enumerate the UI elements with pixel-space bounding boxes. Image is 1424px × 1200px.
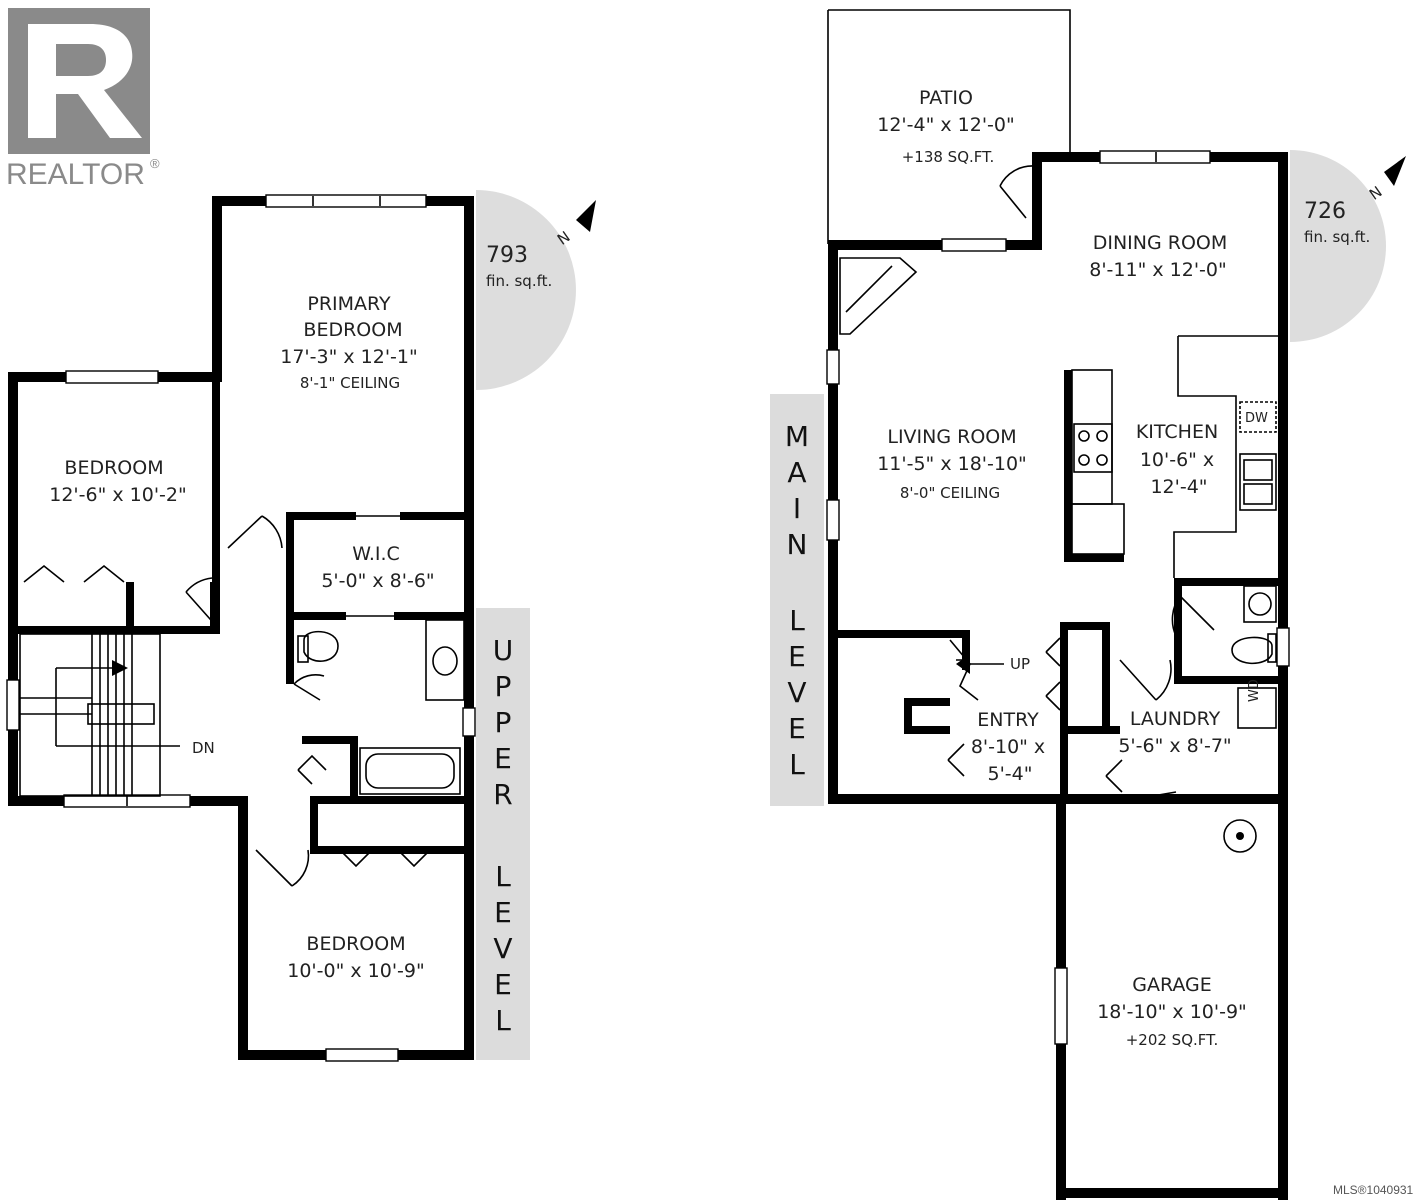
svg-text:KITCHEN: KITCHEN bbox=[1136, 421, 1218, 443]
svg-text:BEDROOM: BEDROOM bbox=[64, 457, 163, 479]
svg-text:8'-11" x 12'-0": 8'-11" x 12'-0" bbox=[1089, 259, 1227, 281]
svg-text:N: N bbox=[787, 528, 808, 561]
svg-text:8'-10" x: 8'-10" x bbox=[971, 736, 1045, 758]
svg-text:U: U bbox=[493, 634, 514, 667]
realtor-text: REALTOR bbox=[6, 158, 145, 191]
upper-compass bbox=[476, 190, 596, 390]
svg-text:E: E bbox=[788, 640, 806, 673]
svg-text:E: E bbox=[494, 896, 512, 929]
svg-text:18'-10" x 10'-9": 18'-10" x 10'-9" bbox=[1097, 1001, 1247, 1023]
svg-text:P: P bbox=[495, 670, 512, 703]
svg-text:WD: WD bbox=[1247, 679, 1262, 702]
mls-number: MLS®1040931 bbox=[1333, 1183, 1414, 1197]
svg-text:LAUNDRY: LAUNDRY bbox=[1130, 708, 1221, 730]
svg-text:R: R bbox=[493, 778, 512, 811]
svg-text:BEDROOM: BEDROOM bbox=[306, 933, 405, 955]
svg-text:11'-5" x 18'-10": 11'-5" x 18'-10" bbox=[877, 453, 1027, 475]
svg-text:V: V bbox=[787, 676, 806, 709]
upper-level-band bbox=[476, 608, 530, 1060]
main-compass bbox=[1290, 150, 1406, 342]
svg-text:W.I.C: W.I.C bbox=[352, 543, 400, 565]
main-level-label: M A I N L E V E L bbox=[785, 420, 809, 781]
svg-text:+202 SQ.FT.: +202 SQ.FT. bbox=[1126, 1031, 1219, 1049]
svg-text:E: E bbox=[494, 968, 512, 1001]
svg-text:L: L bbox=[495, 1004, 511, 1037]
upper-stairs bbox=[19, 633, 180, 797]
main-level-plan bbox=[826, 9, 1406, 1200]
svg-text:BEDROOM: BEDROOM bbox=[303, 319, 402, 341]
svg-text:PATIO: PATIO bbox=[919, 87, 973, 109]
svg-text:I: I bbox=[793, 492, 801, 525]
svg-text:L: L bbox=[495, 860, 511, 893]
svg-text:10'-0" x 10'-9": 10'-0" x 10'-9" bbox=[287, 960, 425, 982]
svg-text:726: 726 bbox=[1304, 199, 1346, 224]
svg-text:®: ® bbox=[150, 156, 160, 171]
svg-text:5'-6" x 8'-7": 5'-6" x 8'-7" bbox=[1118, 735, 1231, 757]
svg-text:V: V bbox=[493, 932, 512, 965]
svg-text:fin. sq.ft.: fin. sq.ft. bbox=[486, 272, 552, 290]
svg-text:ENTRY: ENTRY bbox=[977, 709, 1039, 731]
svg-text:DN: DN bbox=[192, 739, 215, 757]
svg-text:L: L bbox=[789, 748, 805, 781]
svg-text:fin. sq.ft.: fin. sq.ft. bbox=[1304, 228, 1370, 246]
svg-text:5'-0" x 8'-6": 5'-0" x 8'-6" bbox=[321, 570, 434, 592]
svg-text:L: L bbox=[789, 604, 805, 637]
svg-text:E: E bbox=[788, 712, 806, 745]
svg-text:8'-1" CEILING: 8'-1" CEILING bbox=[300, 374, 400, 392]
svg-text:17'-3" x 12'-1": 17'-3" x 12'-1" bbox=[280, 346, 418, 368]
svg-text:PRIMARY: PRIMARY bbox=[307, 293, 391, 315]
svg-text:GARAGE: GARAGE bbox=[1132, 974, 1212, 996]
svg-text:12'-4": 12'-4" bbox=[1150, 476, 1207, 498]
svg-text:A: A bbox=[787, 456, 806, 489]
svg-text:12'-6" x 10'-2": 12'-6" x 10'-2" bbox=[49, 484, 187, 506]
svg-text:DW: DW bbox=[1245, 411, 1268, 426]
svg-text:793: 793 bbox=[486, 243, 528, 268]
svg-text:10'-6" x: 10'-6" x bbox=[1140, 449, 1214, 471]
realtor-logo: REALTOR ® bbox=[6, 8, 160, 191]
svg-text:+138 SQ.FT.: +138 SQ.FT. bbox=[902, 148, 995, 166]
upper-level-plan bbox=[6, 190, 596, 1062]
svg-text:UP: UP bbox=[1010, 655, 1030, 673]
svg-text:LIVING ROOM: LIVING ROOM bbox=[887, 426, 1016, 448]
svg-text:P: P bbox=[495, 706, 512, 739]
svg-text:M: M bbox=[785, 420, 809, 453]
svg-text:E: E bbox=[494, 742, 512, 775]
main-level-band bbox=[770, 394, 824, 806]
svg-text:5'-4": 5'-4" bbox=[988, 763, 1033, 785]
upper-level-label: U P P E R L E V E L bbox=[493, 634, 514, 1037]
svg-text:8'-0" CEILING: 8'-0" CEILING bbox=[900, 484, 1000, 502]
svg-text:DINING ROOM: DINING ROOM bbox=[1093, 232, 1228, 254]
svg-text:12'-4" x 12'-0": 12'-4" x 12'-0" bbox=[877, 114, 1015, 136]
